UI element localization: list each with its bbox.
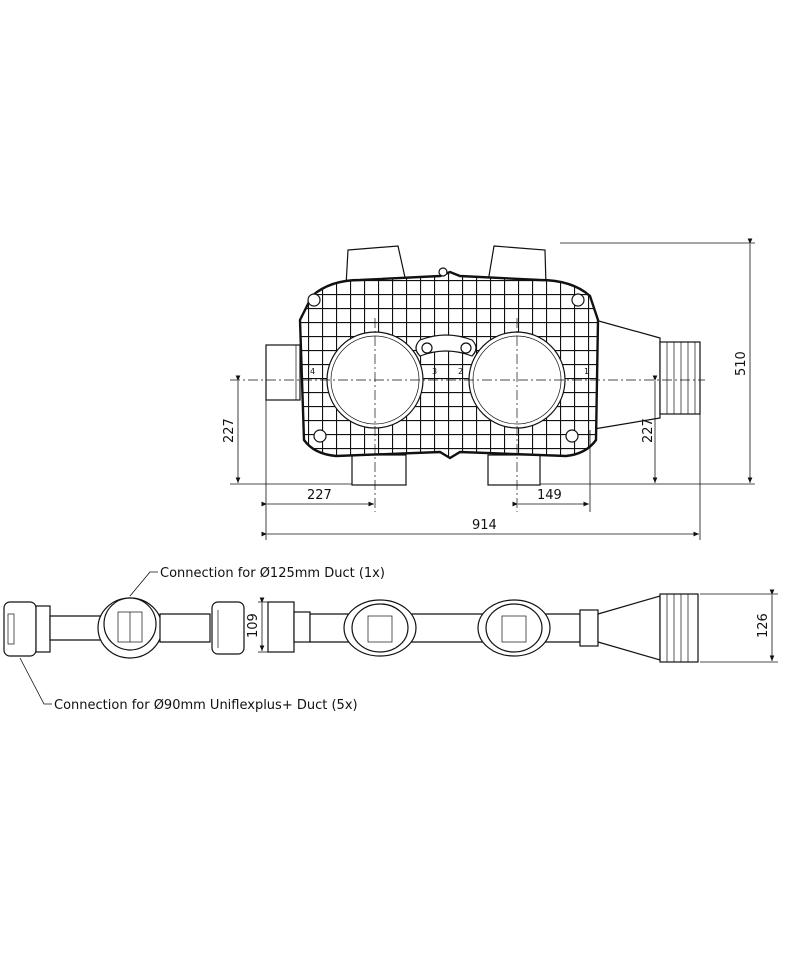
- callout-90-label: Connection for Ø90mm Uniflexplus+ Duct (…: [54, 698, 358, 713]
- center-coupling: [415, 334, 477, 357]
- side-view-left: [3, 597, 245, 659]
- dim-227-left-vertical: 227: [222, 375, 241, 483]
- callout-125-duct: Connection for Ø125mm Duct (1x): [129, 566, 385, 597]
- svg-text:227: 227: [222, 418, 237, 443]
- port-label-4: 4: [310, 367, 315, 376]
- svg-text:109: 109: [246, 613, 261, 638]
- side-view-right: [267, 593, 699, 663]
- side-port-right: [485, 603, 543, 653]
- side-outlet-ring: [659, 593, 699, 663]
- side-port-left: [351, 603, 409, 653]
- right-outlet-ring: [659, 341, 701, 415]
- extension-lines: [230, 242, 755, 540]
- callout-125-label: Connection for Ø125mm Duct (1x): [160, 566, 385, 581]
- port-label-1: 1: [584, 367, 589, 376]
- left-spigot: [265, 344, 301, 401]
- end-cap-left: [3, 601, 37, 657]
- bottom-spigot-left: [351, 454, 407, 486]
- dim-109-vertical: 109: [246, 597, 268, 653]
- dim-126-vertical: 126: [700, 589, 778, 663]
- svg-text:227: 227: [307, 488, 332, 503]
- svg-text:227: 227: [641, 418, 656, 443]
- top-view: 4 3 2 1 227 227 510: [222, 238, 755, 540]
- svg-text:126: 126: [756, 613, 771, 638]
- outlet-ribs: [666, 342, 696, 414]
- port-label-2: 2: [458, 367, 463, 376]
- corner-bosses: [307, 267, 585, 443]
- dim-914-horizontal: 914: [261, 518, 699, 537]
- dim-227-right-vertical: 227: [641, 375, 658, 483]
- dim-227-horizontal: 227: [261, 488, 374, 507]
- svg-text:914: 914: [472, 518, 497, 533]
- end-cap-mid: [211, 601, 245, 655]
- svg-text:149: 149: [537, 488, 562, 503]
- svg-text:510: 510: [734, 351, 749, 376]
- dim-510-vertical: 510: [734, 238, 753, 483]
- callout-90-duct: Connection for Ø90mm Uniflexplus+ Duct (…: [19, 657, 358, 713]
- bottom-spigot-right: [487, 454, 541, 486]
- port-label-3: 3: [432, 367, 437, 376]
- dim-149-horizontal: 149: [512, 488, 589, 507]
